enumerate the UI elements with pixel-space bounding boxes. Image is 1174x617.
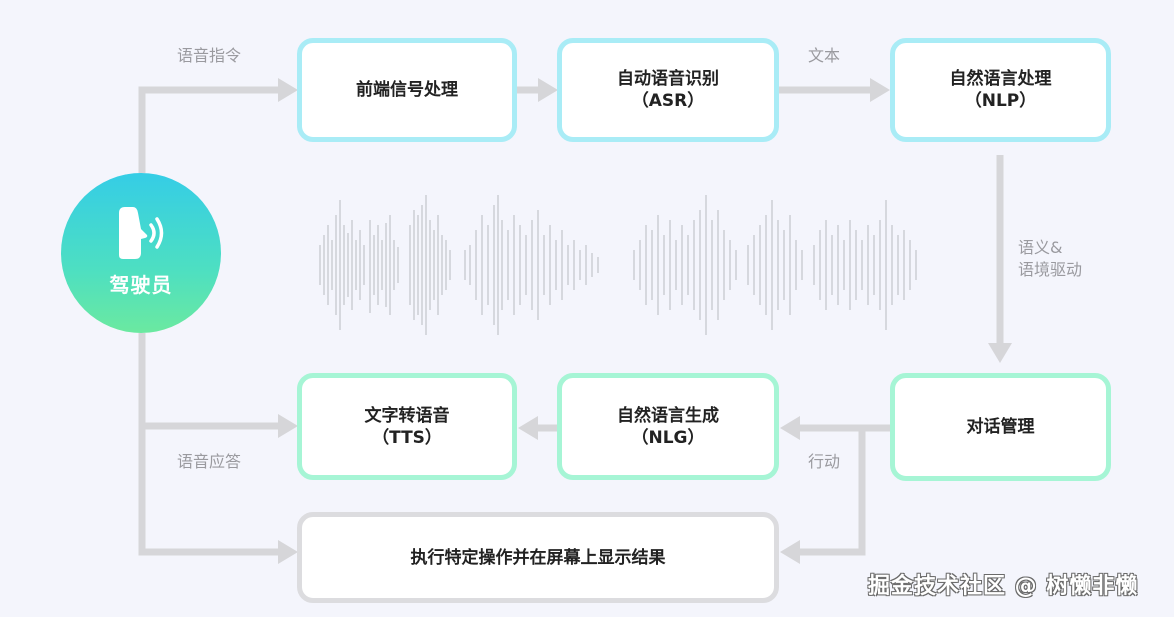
node-subtitle: （TTS）: [372, 427, 442, 448]
dialogue-management-node: 对话管理: [890, 373, 1111, 481]
node-title: 文字转语音: [364, 405, 450, 426]
node-subtitle: （ASR）: [631, 91, 705, 111]
watermark: 掘金技术社区 @ 树懒非懒: [868, 574, 1139, 599]
edge-label-semantic-2: 语境驱动: [1018, 260, 1083, 279]
edge-label-text: 文本: [808, 46, 841, 65]
node-title: 自然语言处理: [949, 69, 1052, 89]
tts-node: 文字转语音 （TTS）: [297, 373, 517, 480]
node-title: 执行特定操作并在屏幕上显示结果: [410, 547, 666, 568]
driver-label: 驾驶员: [109, 272, 173, 297]
driver-node: 驾驶员: [61, 173, 221, 333]
node-title: 对话管理: [966, 417, 1035, 437]
sound-wave-right-icon: [633, 195, 917, 335]
node-title: 前端信号处理: [356, 80, 458, 100]
node-subtitle: （NLG）: [631, 427, 705, 448]
nlg-node: 自然语言生成 （NLG）: [557, 373, 779, 480]
edge-label-voice-command: 语音指令: [177, 46, 242, 65]
speaking-head-icon: [119, 206, 164, 259]
node-subtitle: （NLP）: [964, 91, 1037, 111]
node-title: 自然语言生成: [617, 405, 719, 426]
edge-label-voice-reply: 语音应答: [177, 452, 242, 471]
edge-label-semantic-1: 语义&: [1018, 238, 1063, 257]
sound-wave-left-icon: [319, 195, 599, 335]
edge-label-action: 行动: [808, 452, 841, 471]
node-title: 自动语音识别: [617, 69, 719, 89]
execute-action-node: 执行特定操作并在屏幕上显示结果: [297, 512, 779, 603]
frontend-signal-processing-node: 前端信号处理: [297, 38, 517, 142]
nlp-node: 自然语言处理 （NLP）: [890, 38, 1111, 142]
asr-node: 自动语音识别 （ASR）: [557, 38, 779, 142]
